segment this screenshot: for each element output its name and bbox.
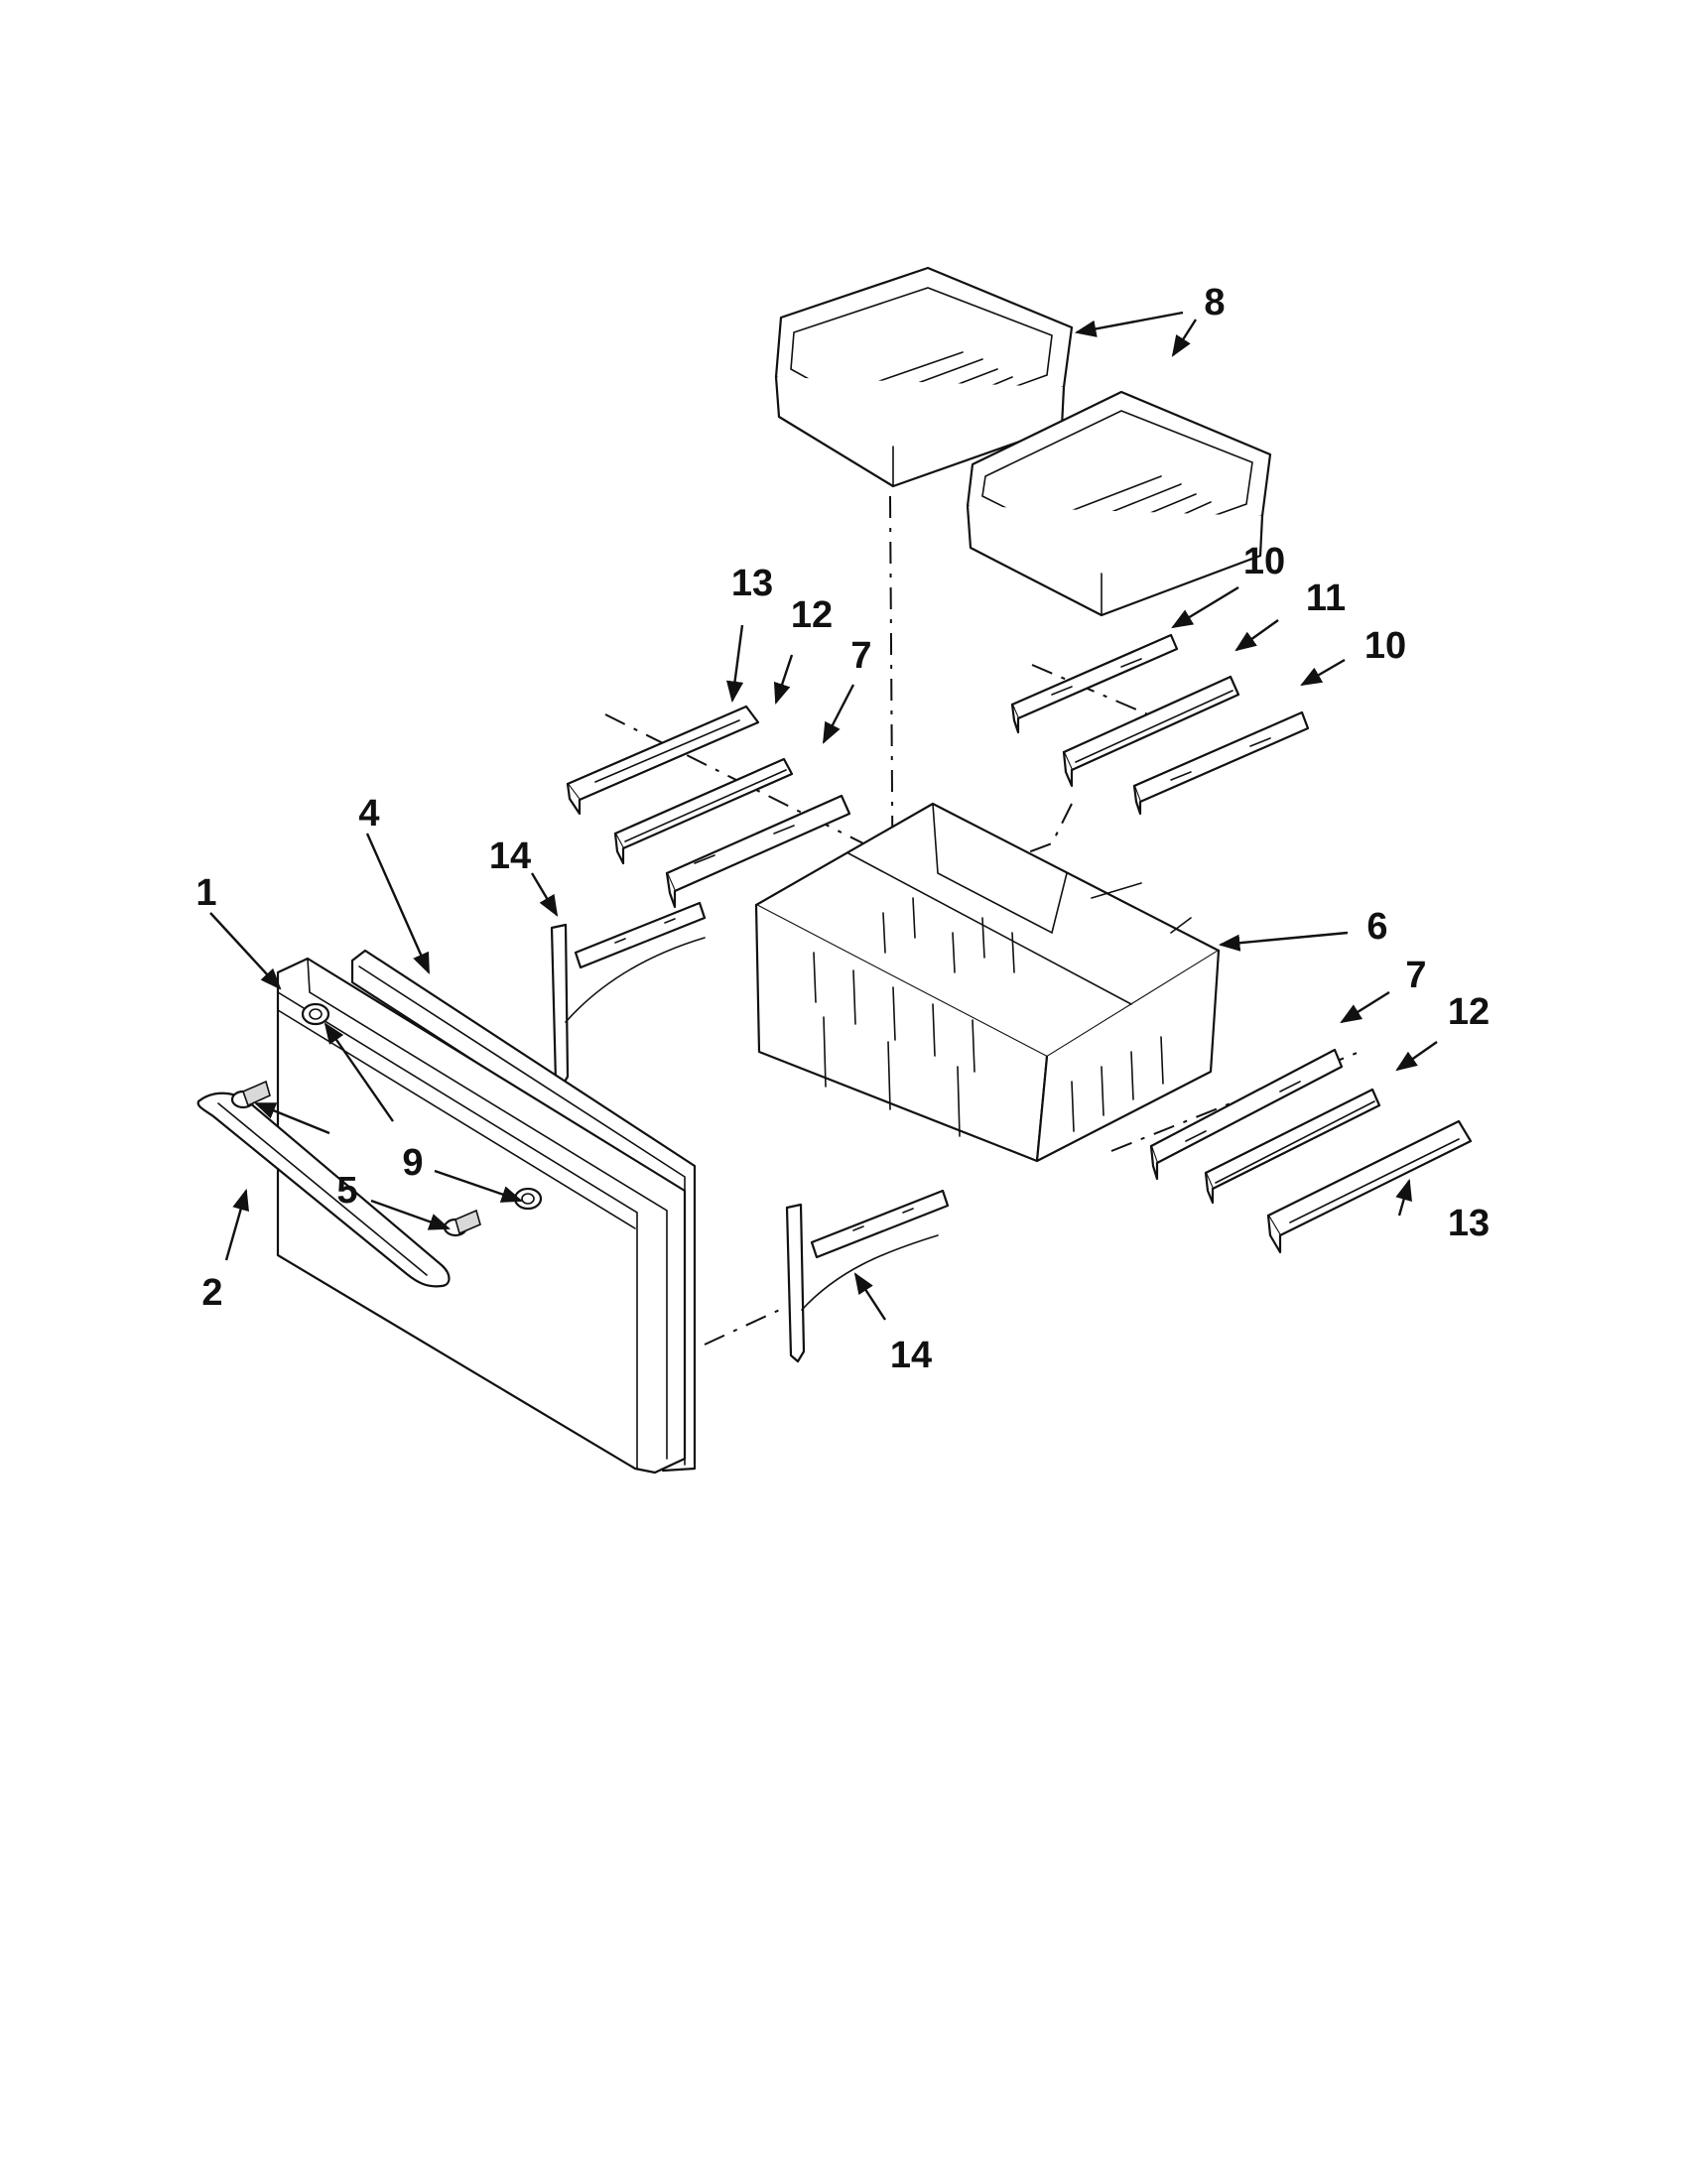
- callout-14-lower: 14: [890, 1335, 932, 1376]
- upper-basket-rear: [966, 390, 1272, 617]
- slide-channel-right: [1062, 675, 1240, 788]
- slide-rail-right-bottom: [1204, 1088, 1381, 1205]
- slide-rail-left: [613, 757, 794, 865]
- handle-spacer-upper: [301, 1002, 330, 1026]
- door-bracket-lower: [785, 1189, 950, 1363]
- upper-basket-front: [774, 266, 1074, 488]
- slide-rail-right-upper: [1010, 633, 1179, 734]
- callout-4: 4: [358, 793, 379, 835]
- callout-8: 8: [1204, 282, 1225, 323]
- callout-13-right: 13: [1448, 1203, 1490, 1244]
- callout-6: 6: [1366, 906, 1387, 948]
- slide-rail-right-lower: [1132, 710, 1310, 816]
- callout-12-left: 12: [791, 594, 833, 636]
- handle-spacer-lower: [513, 1187, 543, 1211]
- freezer-basket: [754, 802, 1221, 1163]
- door-bracket-upper: [550, 901, 707, 1089]
- leader-lines: [209, 311, 1438, 1321]
- slide-bracket-left: [665, 794, 851, 909]
- callout-labels: 8 13 12 7 10 11 10 4 1 14 6 7 12 9 5 2 1…: [195, 282, 1490, 1376]
- callout-1: 1: [195, 872, 216, 914]
- slide-cover-left: [566, 705, 760, 816]
- callout-13-left: 13: [731, 563, 773, 604]
- callout-12-right: 12: [1448, 991, 1490, 1033]
- callout-10-lower: 10: [1364, 625, 1406, 667]
- callout-2: 2: [201, 1272, 222, 1314]
- callout-7-right: 7: [1405, 955, 1426, 996]
- freezer-door: [276, 957, 687, 1475]
- callout-11: 11: [1306, 578, 1346, 619]
- callout-9: 9: [402, 1142, 423, 1184]
- callout-5: 5: [336, 1170, 357, 1212]
- slide-bracket-right: [1149, 1048, 1344, 1181]
- callout-10-upper: 10: [1243, 541, 1285, 582]
- slide-cover-right: [1266, 1119, 1473, 1254]
- callout-14-upper: 14: [489, 835, 531, 877]
- callout-7-left: 7: [850, 635, 871, 677]
- handle-screw-upper: [230, 1080, 271, 1109]
